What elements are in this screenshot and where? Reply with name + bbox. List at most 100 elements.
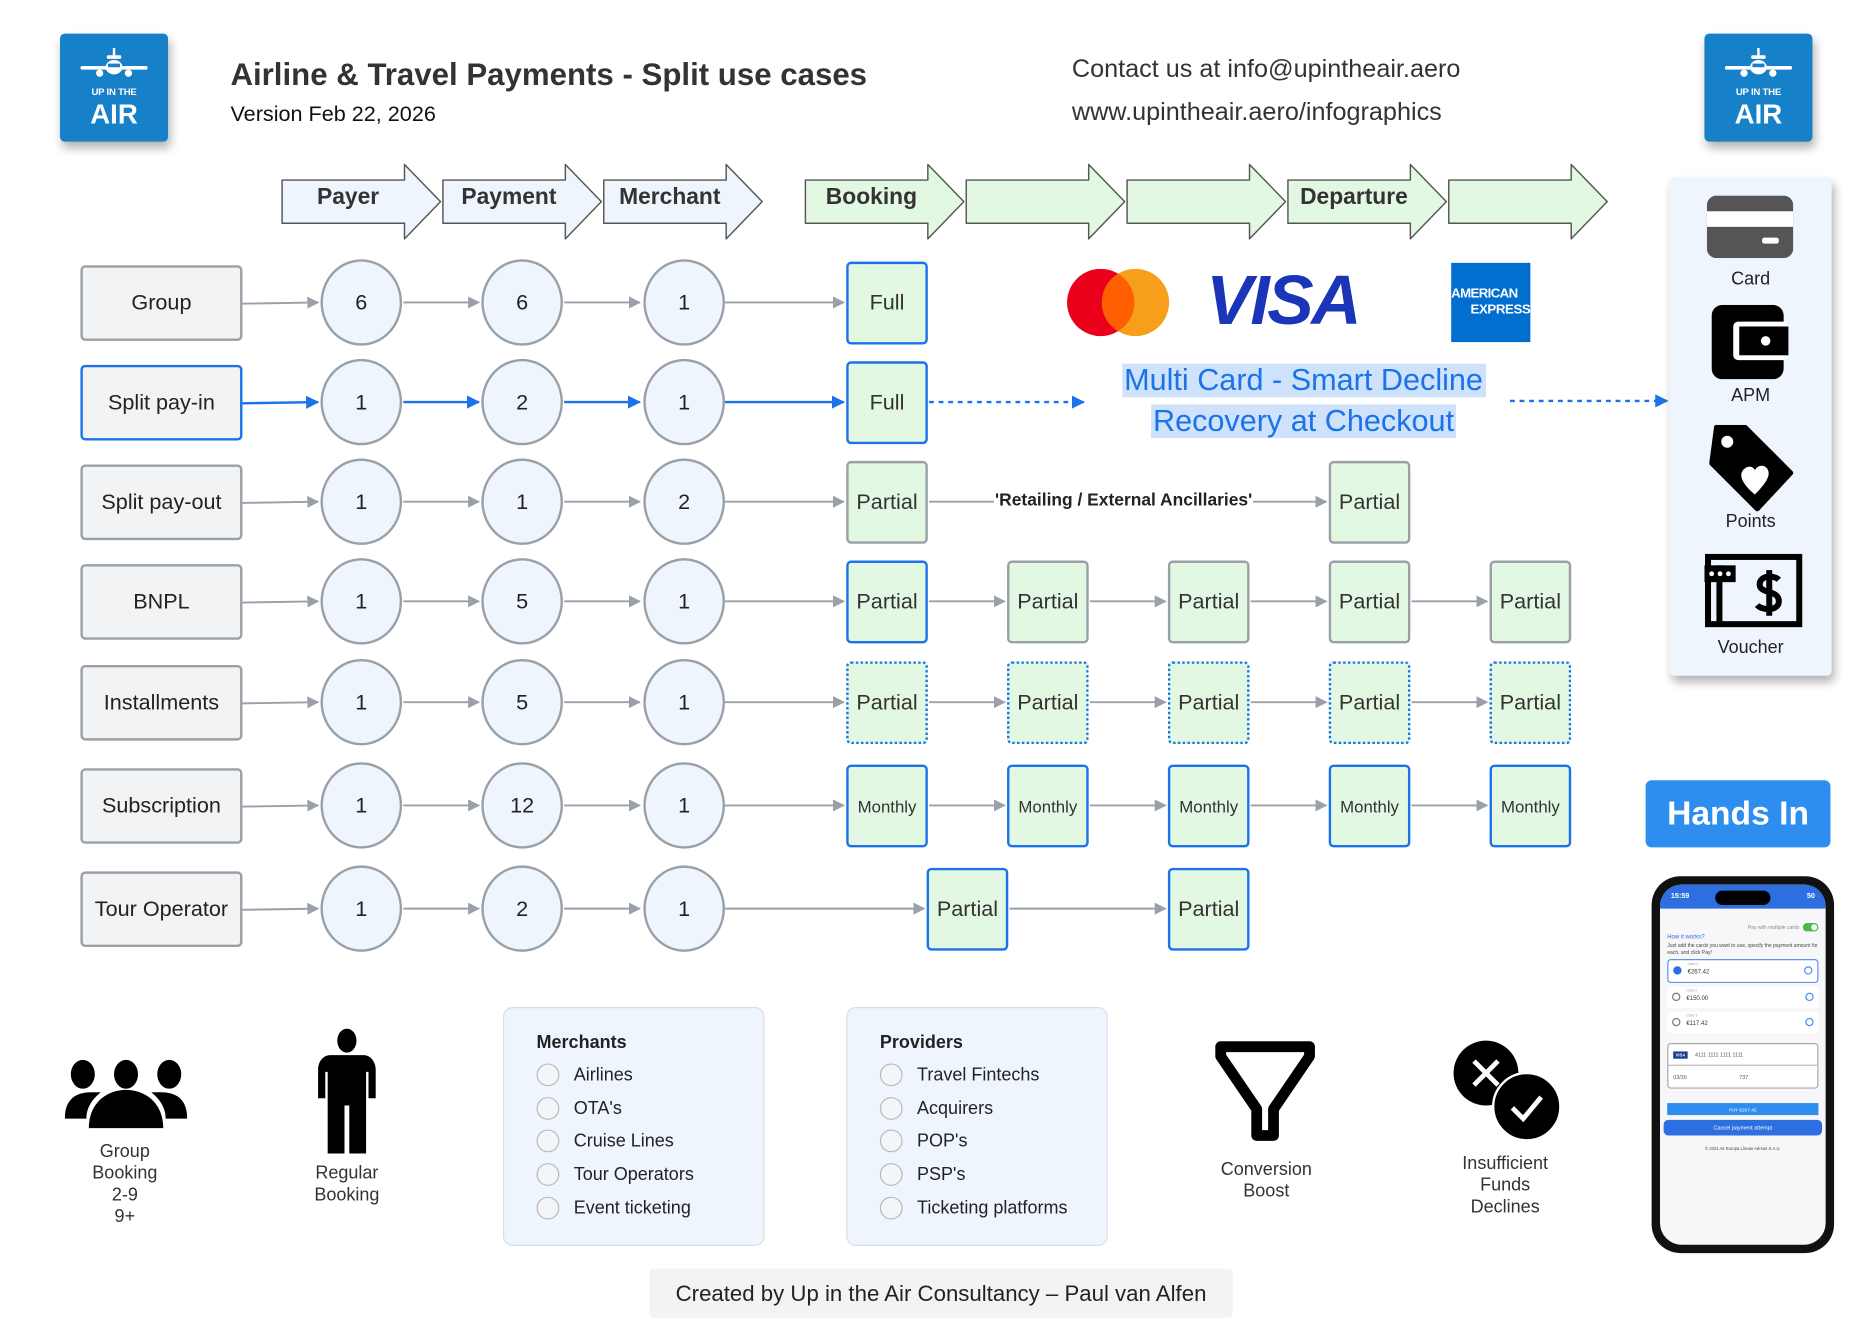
radio-button[interactable]: [879, 1096, 903, 1120]
providers-item[interactable]: Acquirers: [879, 1096, 993, 1120]
amex-text: AMERICAN: [1451, 286, 1518, 302]
merchant-count: 1: [643, 358, 725, 446]
radio-button[interactable]: [536, 1129, 560, 1153]
page-title: Airline & Travel Payments - Split use ca…: [230, 56, 868, 93]
connector-arrow: [242, 595, 320, 608]
payment-method-points: Points: [1725, 511, 1776, 532]
flow-header-label: Payer: [317, 184, 380, 211]
mastercard-logo: [1067, 268, 1170, 337]
split-card-row[interactable]: Card 1€267.42: [1667, 959, 1819, 984]
label-line: 2-9: [111, 1184, 138, 1206]
radio-button[interactable]: [1672, 1017, 1681, 1027]
cancel-payment-button[interactable]: Cancel payment attempt: [1663, 1119, 1823, 1136]
flow-header-label: Departure: [1300, 184, 1408, 211]
stage-partial: Partial: [1328, 460, 1411, 544]
payment-count: 5: [481, 558, 563, 645]
payment-count: 5: [481, 658, 563, 746]
split-card-row[interactable]: Card 3€117.42: [1667, 1011, 1819, 1034]
label-line: Regular: [315, 1163, 379, 1184]
stage-partial: Partial: [1328, 661, 1411, 745]
multi-card-line2: Recovery at Checkout: [1150, 404, 1457, 439]
card-entry-form[interactable]: VISA 4111 1111 1111 1111 03/30 737: [1667, 1043, 1819, 1089]
item-label: POP's: [917, 1131, 968, 1152]
logo-text-small: UP IN THE: [1735, 86, 1782, 98]
merchants-item[interactable]: OTA's: [536, 1096, 622, 1120]
remove-card-icon[interactable]: [1804, 966, 1813, 975]
connector-arrow: [242, 495, 320, 508]
card-amount[interactable]: €267.42: [1687, 968, 1710, 976]
radio-button[interactable]: [1673, 966, 1682, 975]
stage-partial: Partial: [1328, 560, 1411, 644]
stage-monthly: Monthly: [846, 764, 928, 848]
flow-header-arrow: [442, 163, 603, 240]
payer-count: 1: [320, 762, 403, 849]
amex-text: EXPRESS: [1470, 302, 1531, 317]
radio-button[interactable]: [879, 1063, 903, 1087]
merchant-count: 1: [643, 762, 725, 849]
airplane-icon: [1724, 48, 1793, 77]
infographics-link[interactable]: www.upintheair.aero/infographics: [1071, 98, 1442, 127]
use-case-tour-operator: Tour Operator: [80, 871, 243, 948]
label-line: Booking: [92, 1163, 158, 1184]
card-amount[interactable]: €117.42: [1686, 1020, 1708, 1028]
stage-partial: Partial: [1489, 661, 1572, 745]
providers-item[interactable]: Travel Fintechs: [879, 1063, 1039, 1087]
stage-partial: Partial: [1007, 661, 1089, 745]
merchants-item[interactable]: Event ticketing: [536, 1196, 691, 1220]
payment-method-apm: APM: [1731, 385, 1771, 406]
wallet-icon: [1711, 304, 1789, 380]
split-card-row[interactable]: Card 2€150.00: [1667, 986, 1819, 1009]
remove-card-icon[interactable]: [1805, 992, 1814, 1002]
hands-in-button[interactable]: Hands In: [1645, 780, 1831, 848]
stage-monthly: Monthly: [1167, 764, 1250, 848]
item-label: Ticketing platforms: [917, 1197, 1068, 1219]
cvc-field[interactable]: 737: [1739, 1073, 1749, 1080]
merchant-count: 1: [643, 259, 725, 346]
use-case-subscription: Subscription: [80, 768, 243, 844]
merchants-item[interactable]: Airlines: [536, 1063, 633, 1087]
multi-card-toggle[interactable]: [1802, 923, 1819, 932]
stage-partial: Partial: [1167, 661, 1250, 745]
stage-monthly: Monthly: [1328, 764, 1411, 848]
providers-item[interactable]: POP's: [879, 1129, 968, 1153]
connector-arrow: [242, 696, 320, 709]
providers-item[interactable]: Ticketing platforms: [879, 1196, 1068, 1220]
merchant-count: 1: [643, 658, 725, 746]
amex-logo: AMERICAN EXPRESS: [1451, 262, 1531, 343]
card-number-field[interactable]: 4111 1111 1111 1111: [1695, 1051, 1744, 1058]
merchants-item[interactable]: Cruise Lines: [536, 1129, 674, 1153]
item-label: Airlines: [573, 1064, 633, 1086]
version-label: Version Feb 22, 2026: [230, 102, 436, 127]
radio-button[interactable]: [1672, 992, 1681, 1002]
stage-partial: Partial: [1167, 867, 1250, 951]
merchants-item[interactable]: Tour Operators: [536, 1163, 694, 1187]
contact-email[interactable]: Contact us at info@upintheair.aero: [1071, 55, 1461, 83]
radio-button[interactable]: [879, 1163, 903, 1187]
payer-count: 1: [320, 558, 403, 645]
remove-card-icon[interactable]: [1805, 1017, 1814, 1027]
merchant-count: 2: [643, 458, 725, 545]
stage-monthly: Monthly: [1007, 764, 1089, 848]
card-amount[interactable]: €150.00: [1686, 995, 1709, 1003]
radio-button[interactable]: [879, 1196, 903, 1220]
group-booking-label: Group Booking 2-9 9+: [77, 1141, 173, 1227]
radio-button[interactable]: [536, 1096, 560, 1120]
payment-count: 6: [481, 259, 563, 346]
flow-header-label: Booking: [825, 184, 918, 211]
flow-header-label: Merchant: [619, 184, 721, 211]
expiry-field[interactable]: 03/30: [1673, 1073, 1687, 1080]
radio-button[interactable]: [879, 1129, 903, 1153]
funnel-icon: [1215, 1041, 1315, 1141]
logo-text-small: UP IN THE: [91, 86, 137, 98]
radio-button[interactable]: [536, 1063, 560, 1087]
insufficient-funds-label: Insufficient Funds Declines: [1445, 1153, 1565, 1218]
providers-item[interactable]: PSP's: [879, 1163, 966, 1187]
use-case-split-pay-out: Split pay-out: [80, 464, 243, 541]
pay-button[interactable]: PAY €267.42: [1667, 1103, 1819, 1116]
regular-booking-label: Regular Booking: [299, 1163, 395, 1206]
radio-button[interactable]: [536, 1163, 560, 1187]
label-line: Conversion: [1220, 1159, 1312, 1180]
radio-button[interactable]: [536, 1196, 560, 1220]
